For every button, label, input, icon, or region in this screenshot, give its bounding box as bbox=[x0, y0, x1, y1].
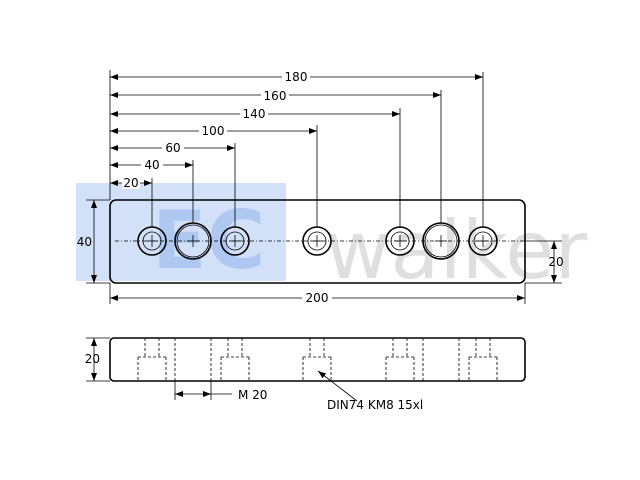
dim-label-offset-20: 20 bbox=[548, 255, 563, 269]
dimension-100: 100 bbox=[110, 123, 317, 138]
screw-callout: DIN74 KM8 15xl bbox=[317, 370, 423, 412]
dim-label-height-20: 20 bbox=[85, 352, 100, 366]
hidden-hole-2 bbox=[220, 338, 250, 381]
thread-dimension: M 20 bbox=[174, 381, 267, 402]
dimension-40: 40 bbox=[110, 157, 193, 172]
dim-label-40: 40 bbox=[144, 158, 159, 172]
screw-label: DIN74 KM8 15xl bbox=[327, 398, 423, 412]
dim-label-100: 100 bbox=[202, 124, 225, 138]
hidden-hole-1 bbox=[137, 338, 167, 381]
thread-label: M 20 bbox=[238, 388, 267, 402]
top-view: 180 160 140 100 60 40 bbox=[77, 69, 564, 305]
hidden-hole-5 bbox=[468, 338, 498, 381]
dim-label-20: 20 bbox=[123, 176, 138, 190]
hidden-hole-large-1 bbox=[174, 338, 212, 381]
dimension-offset-20: 20 bbox=[520, 240, 564, 284]
dimension-20: 20 bbox=[110, 175, 152, 190]
dim-label-length-200: 200 bbox=[306, 291, 329, 305]
hidden-hole-4 bbox=[385, 338, 415, 381]
hidden-hole-large-2 bbox=[422, 338, 460, 381]
extension-lines-top bbox=[109, 70, 484, 227]
dimension-height-40: 40 bbox=[77, 199, 110, 284]
dim-label-140: 140 bbox=[243, 107, 266, 121]
dim-label-60: 60 bbox=[165, 141, 180, 155]
dimension-length-200: 200 bbox=[109, 283, 526, 305]
side-view: 20 M 20 DIN74 KM8 15xl bbox=[85, 337, 526, 412]
plate-outline-top bbox=[109, 199, 526, 284]
dimension-160: 160 bbox=[110, 87, 441, 103]
dim-label-height-40: 40 bbox=[77, 235, 92, 249]
dimension-140: 140 bbox=[110, 106, 400, 121]
hidden-hole-3 bbox=[302, 338, 332, 381]
dim-label-180: 180 bbox=[285, 70, 308, 84]
plate-outline-side bbox=[109, 337, 526, 382]
dimension-60: 60 bbox=[110, 140, 235, 155]
dimension-height-20: 20 bbox=[85, 337, 110, 382]
dim-label-160: 160 bbox=[264, 89, 287, 103]
dimension-180: 180 bbox=[110, 69, 483, 84]
